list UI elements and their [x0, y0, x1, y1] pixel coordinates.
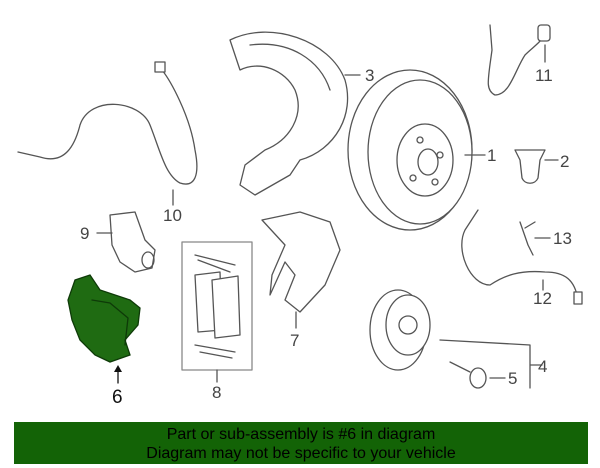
callout-5: 5 — [508, 369, 517, 388]
part-brake-caliper-6[interactable] — [67, 274, 141, 384]
part-pad-kit-8[interactable] — [181, 241, 253, 383]
callout-10: 10 — [163, 206, 182, 225]
callout-8: 8 — [212, 383, 221, 402]
callout-3: 3 — [365, 66, 374, 85]
banner-line-1: Part or sub-assembly is #6 in diagram — [166, 426, 436, 443]
part-wear-sensor-11[interactable] — [487, 24, 551, 96]
callout-7: 7 — [290, 331, 299, 350]
part-cap[interactable] — [514, 149, 559, 184]
part-dust-shield[interactable] — [229, 31, 361, 196]
notice-banner: Part or sub-assembly is #6 in diagram Di… — [14, 422, 588, 464]
callout-6: 6 — [112, 387, 123, 408]
callout-1: 1 — [487, 146, 496, 165]
part-bolt-5[interactable] — [449, 361, 506, 389]
part-brake-rotor[interactable] — [347, 69, 486, 231]
banner-line-2: Diagram may not be specific to your vehi… — [146, 445, 456, 462]
part-caliper-bracket-7[interactable] — [261, 211, 341, 329]
callout-11: 11 — [535, 66, 553, 85]
callout-4: 4 — [538, 357, 547, 376]
part-abs-sensor-10[interactable] — [17, 61, 198, 206]
callout-13: 13 — [553, 229, 572, 248]
part-wheel-hub-4[interactable] — [369, 289, 543, 389]
part-bracket-9[interactable] — [96, 211, 156, 273]
part-clip-13[interactable] — [519, 221, 551, 256]
callout-2: 2 — [560, 152, 569, 171]
part-wear-sensor-12[interactable] — [461, 209, 583, 305]
callout-9: 9 — [80, 224, 89, 243]
callout-12: 12 — [533, 289, 552, 308]
